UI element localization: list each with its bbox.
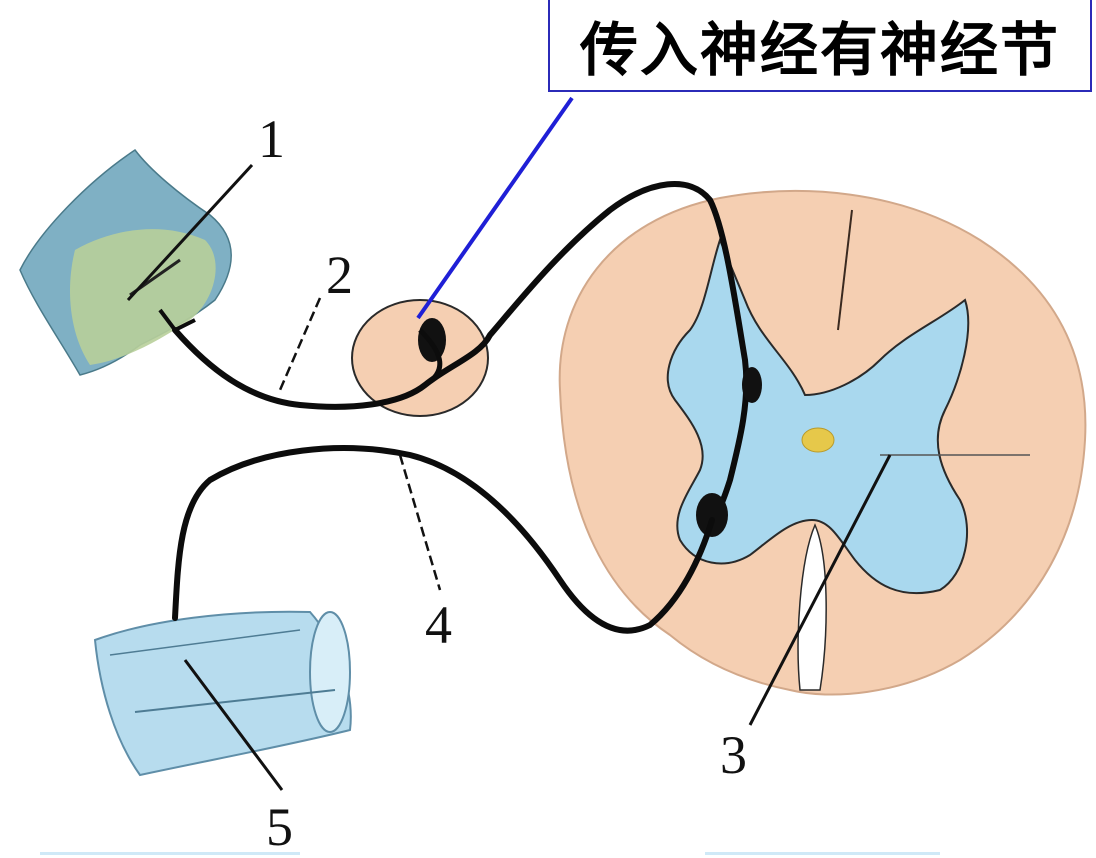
spinal-cord xyxy=(560,191,1086,695)
callout-text: 传入神经有神经节 xyxy=(580,3,1060,87)
callout-pointer-line xyxy=(418,98,572,318)
label-1: 1 xyxy=(258,112,285,166)
effector-muscle xyxy=(95,612,351,775)
leader-line-4 xyxy=(400,455,440,590)
leader-line-2 xyxy=(280,298,320,390)
label-4: 4 xyxy=(425,598,452,652)
skin-dermis xyxy=(70,229,216,365)
motor-neuron-soma xyxy=(696,493,728,537)
central-canal xyxy=(802,428,834,452)
receptor-skin xyxy=(20,150,231,375)
interneuron-soma xyxy=(742,367,762,403)
label-2: 2 xyxy=(326,248,353,302)
label-3: 3 xyxy=(720,728,747,782)
callout-box: 传入神经有神经节 xyxy=(548,0,1092,92)
bottom-rule-right xyxy=(705,852,940,855)
label-5: 5 xyxy=(266,800,293,854)
bottom-rule-left xyxy=(40,852,300,855)
muscle-end xyxy=(310,612,350,732)
